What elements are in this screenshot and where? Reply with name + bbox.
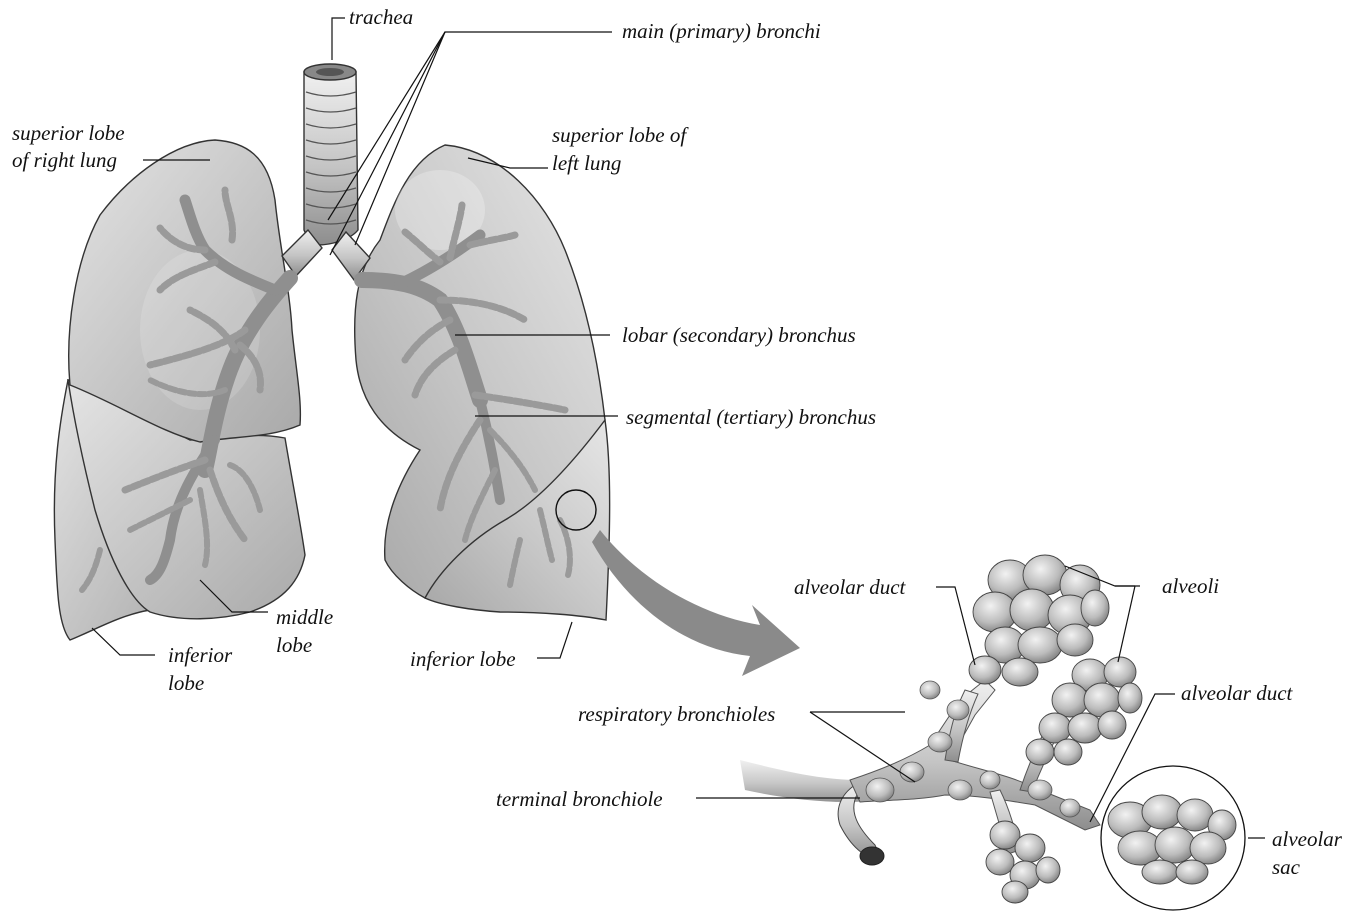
label-segmental-bronchus: segmental (tertiary) bronchus bbox=[626, 405, 876, 429]
label-trachea: trachea bbox=[349, 5, 413, 29]
alveolar-detail bbox=[740, 555, 1245, 910]
label-lobar-bronchus: lobar (secondary) bronchus bbox=[622, 323, 856, 347]
label-alveolar-duct-1: alveolar duct bbox=[794, 575, 907, 599]
zoom-arrow bbox=[592, 530, 800, 676]
label-alveolar-duct-2: alveolar duct bbox=[1181, 681, 1294, 705]
label-main-bronchi: main (primary) bronchi bbox=[622, 19, 821, 43]
label-inferior-right-1: inferior bbox=[168, 643, 233, 667]
label-terminal-bronchiole: terminal bronchiole bbox=[496, 787, 663, 811]
label-alveolar-sac-1: alveolar bbox=[1272, 827, 1343, 851]
label-middle-lobe-2: lobe bbox=[276, 633, 312, 657]
alveoli-cluster-bottom bbox=[986, 821, 1060, 903]
label-middle-lobe-1: middle bbox=[276, 605, 333, 629]
label-superior-right-2: of right lung bbox=[12, 148, 117, 172]
label-alveolar-sac-2: sac bbox=[1272, 855, 1301, 879]
alveoli-cluster-middle bbox=[1026, 657, 1142, 765]
alveolar-sac bbox=[1108, 795, 1236, 884]
label-alveoli: alveoli bbox=[1162, 574, 1219, 598]
label-respiratory-bronchioles: respiratory bronchioles bbox=[578, 702, 775, 726]
trachea bbox=[282, 64, 370, 280]
label-superior-right-1: superior lobe bbox=[12, 121, 125, 145]
label-superior-left-1: superior lobe of bbox=[552, 123, 689, 147]
label-inferior-left: inferior lobe bbox=[410, 647, 516, 671]
label-inferior-right-2: lobe bbox=[168, 671, 204, 695]
label-superior-left-2: left lung bbox=[552, 151, 621, 175]
